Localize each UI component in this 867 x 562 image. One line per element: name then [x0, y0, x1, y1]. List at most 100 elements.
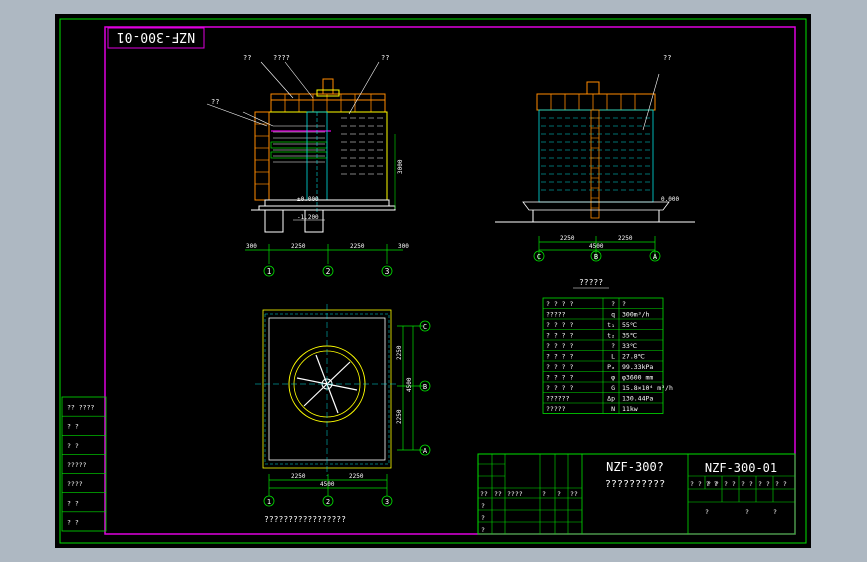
tb-left-label: ?: [481, 502, 485, 510]
elevation-zero: ±0.000: [297, 196, 319, 203]
cooling-tower-drawing: NZF-300-01: [59, 18, 807, 544]
dim-text: 2250: [618, 235, 633, 242]
strip-cell: ? ?: [67, 423, 79, 431]
svg-text:2: 2: [326, 267, 331, 276]
dim-text: 300: [398, 243, 409, 250]
dim-text: 2250: [291, 243, 306, 250]
elevation-minus: -1.200: [297, 214, 319, 221]
tb-right-cell: ? ?: [707, 480, 719, 488]
tb-left-cell: ??: [480, 490, 488, 498]
spec-cell-value: 300m³/h: [622, 311, 649, 319]
strip-cell: ? ?: [67, 518, 79, 526]
spec-cell-symbol: t₂: [607, 332, 615, 340]
drawing-title: NZF-300?: [606, 460, 664, 474]
spec-cell-value: 99.33kPa: [622, 363, 653, 371]
side-elevation: 0.000 ?? 2250 2250 4500 C B A: [495, 54, 695, 262]
svg-text:A: A: [423, 447, 428, 455]
dim-text: 4500: [589, 243, 604, 250]
cad-viewport[interactable]: NZF-300-01: [55, 14, 811, 548]
dim-text: 300: [246, 243, 257, 250]
spec-cell-value: 130.44Pa: [622, 395, 653, 403]
spec-cell-value: 27.8℃: [622, 353, 646, 361]
tb-left-label: ?: [481, 514, 485, 522]
spec-cell-value: φ3600 mm: [622, 374, 653, 382]
tb-left-cell: ?: [557, 490, 561, 498]
svg-text:C: C: [423, 323, 427, 331]
title-block: NZF-300? ?????????? NZF-300-01 ? ? ? ?? …: [477, 453, 796, 535]
dim-text: 2250: [291, 473, 306, 480]
tb-left-cell: ????: [507, 490, 523, 498]
spec-cell-symbol: φ: [611, 374, 615, 382]
callout-label: ??: [663, 54, 671, 62]
strip-cell: ?? ????: [67, 404, 94, 412]
spec-cell-symbol: L: [611, 353, 615, 361]
drawing-number: NZF-300-01: [705, 461, 777, 475]
spec-cell-param: ?????: [546, 311, 566, 319]
svg-text:1: 1: [267, 498, 271, 506]
tb-right-cell: ? ?: [724, 480, 736, 488]
dim-text: 2250: [396, 409, 403, 424]
spec-cell-param: ? ? ? ?: [546, 384, 573, 392]
left-title-strip: ?? ????? ?? ??????????? ?? ?: [61, 396, 107, 532]
spec-cell-param: ? ? ? ?: [546, 300, 573, 308]
tb-left-cell: ??: [570, 490, 578, 498]
spec-title: ?????: [579, 278, 603, 287]
tb-left-cell: ??: [494, 490, 502, 498]
height-dim: 3000: [397, 159, 404, 174]
outer-frame: [59, 18, 807, 544]
spec-cell-param: ??????: [546, 395, 570, 403]
front-elevation: ±0.000 -1.200 3000 ?? ?? ???? ?? 300 225…: [206, 54, 409, 277]
spec-cell-param: ? ? ? ?: [546, 342, 573, 350]
strip-cell: ????: [67, 480, 83, 488]
spec-cell-value: 33℃: [622, 342, 638, 350]
drawing-stamp: NZF-300-01: [117, 29, 195, 44]
strip-cell: ? ?: [67, 499, 79, 507]
tb-bottom-cell: ?: [705, 508, 709, 516]
spec-cell-param: ? ? ? ?: [546, 353, 573, 361]
plan-caption: ?????????????????: [264, 515, 346, 524]
spec-cell-value: 55℃: [622, 321, 638, 329]
svg-text:3: 3: [385, 498, 389, 506]
svg-text:A: A: [653, 253, 658, 261]
spec-cell-symbol: N: [611, 405, 615, 413]
svg-text:B: B: [423, 383, 427, 391]
spec-cell-param: ? ? ? ?: [546, 332, 573, 340]
tb-right-cell: ? ? ? ?: [690, 480, 717, 488]
dim-text: 2250: [349, 473, 364, 480]
tb-right-cell: ? ?: [741, 480, 753, 488]
dim-text: 4500: [406, 377, 413, 392]
spec-cell-symbol: G: [611, 384, 615, 392]
svg-text:B: B: [594, 253, 598, 261]
svg-text:3: 3: [385, 267, 390, 276]
callout-label: ????: [273, 54, 290, 62]
callout-label: ??: [381, 54, 389, 62]
svg-text:2: 2: [326, 498, 330, 506]
dim-text: 2250: [396, 345, 403, 360]
tb-left-cell: ?: [542, 490, 546, 498]
spec-cell-param: ? ? ? ?: [546, 374, 573, 382]
dim-text: 2250: [560, 235, 575, 242]
spec-cell-param: ? ? ? ?: [546, 363, 573, 371]
callout-label: ??: [211, 98, 219, 106]
strip-cell: ? ?: [67, 442, 79, 450]
spec-cell-symbol: ?: [611, 300, 615, 308]
spec-cell-param: ? ? ? ?: [546, 321, 573, 329]
spec-cell-value: 35℃: [622, 332, 638, 340]
drawing-subtitle: ??????????: [605, 479, 665, 490]
stamp-box: [107, 27, 205, 49]
dim-text: 2250: [350, 243, 365, 250]
spec-cell-symbol: Pₐ: [607, 363, 615, 371]
callout-label: ??: [243, 54, 251, 62]
tb-bottom-cell: ?: [773, 508, 777, 516]
spec-cell-symbol: Δp: [607, 395, 615, 403]
tb-right-cell: ? ?: [775, 480, 787, 488]
spec-cell-value: 15.8×10⁴ m³/h: [622, 384, 673, 392]
front-axes: [263, 265, 393, 277]
spec-cell-value: 11kw: [622, 405, 638, 413]
elevation-right: 0.000: [661, 196, 679, 203]
spec-cell-symbol: ?: [611, 342, 615, 350]
spec-cell-value: ?: [622, 300, 626, 308]
plan-view: 2250 4500 2250 C B A 2250 2250 4500 1 2 …: [255, 304, 431, 524]
spec-cell-param: ?????: [546, 405, 566, 413]
